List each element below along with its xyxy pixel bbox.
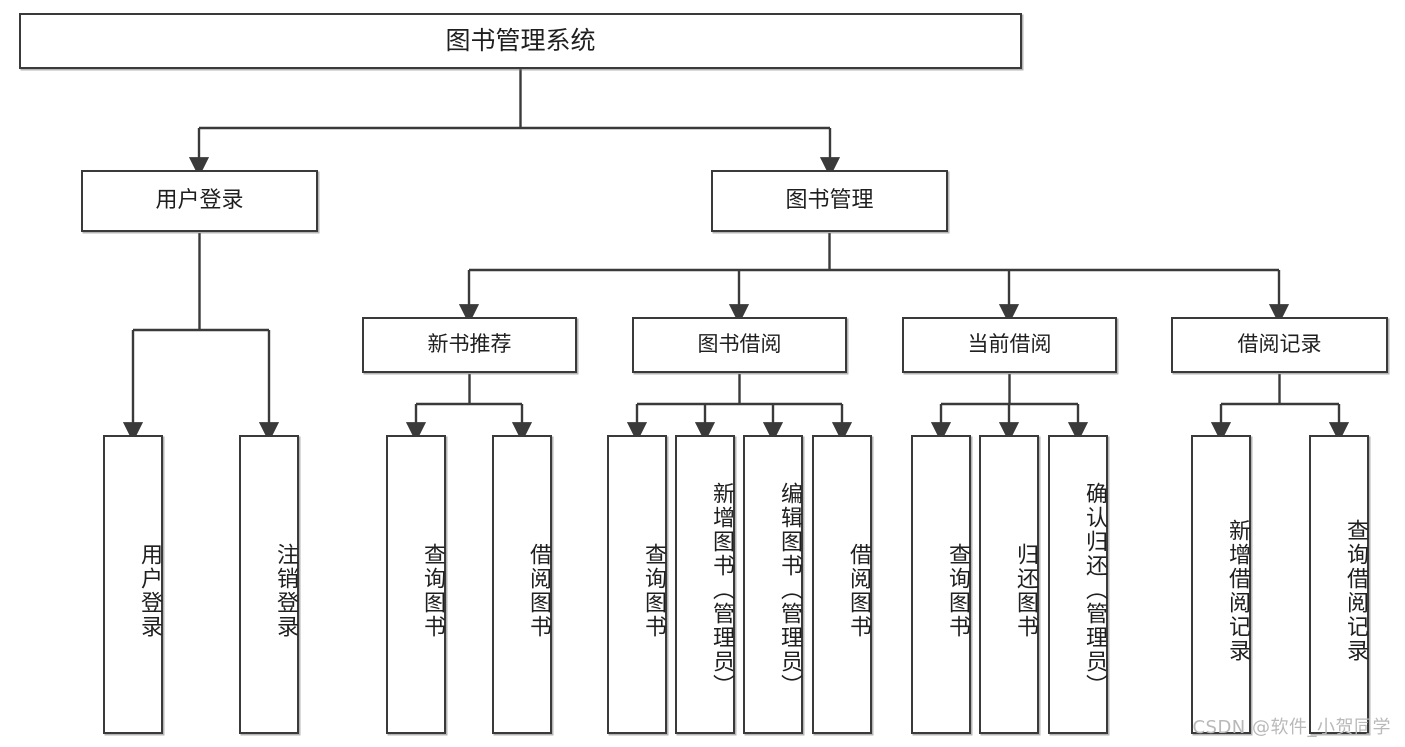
leaf-borrow-book[interactable]: 借阅图书 (812, 435, 872, 734)
leaf-borrow-book-recommend[interactable]: 借阅图书 (492, 435, 552, 734)
node-book-manage[interactable]: 图书管理 (711, 170, 948, 232)
leaf-return-book[interactable]: 归还图书 (979, 435, 1039, 734)
leaf-add-book-admin[interactable]: 新增图书（管理员） (675, 435, 735, 734)
node-book-borrow[interactable]: 图书借阅 (632, 317, 847, 373)
node-new-book-recommend[interactable]: 新书推荐 (362, 317, 577, 373)
leaf-edit-book-admin[interactable]: 编辑图书（管理员） (743, 435, 803, 734)
leaf-query-borrow-record[interactable]: 查询借阅记录 (1309, 435, 1369, 734)
leaf-logout-login[interactable]: 注销登录 (239, 435, 299, 734)
node-borrow-record[interactable]: 借阅记录 (1171, 317, 1388, 373)
leaf-query-book-current[interactable]: 查询图书 (911, 435, 971, 734)
leaf-query-book-recommend[interactable]: 查询图书 (386, 435, 446, 734)
node-root-system[interactable]: 图书管理系统 (19, 13, 1022, 69)
leaf-query-book-borrow[interactable]: 查询图书 (607, 435, 667, 734)
node-current-borrow[interactable]: 当前借阅 (902, 317, 1117, 373)
csdn-watermark: CSDN @软件_小贺同学 (1192, 717, 1391, 738)
node-user-login[interactable]: 用户登录 (81, 170, 318, 232)
leaf-user-login[interactable]: 用户登录 (103, 435, 163, 734)
leaf-add-borrow-record[interactable]: 新增借阅记录 (1191, 435, 1251, 734)
leaf-confirm-return-admin[interactable]: 确认归还（管理员） (1048, 435, 1108, 734)
